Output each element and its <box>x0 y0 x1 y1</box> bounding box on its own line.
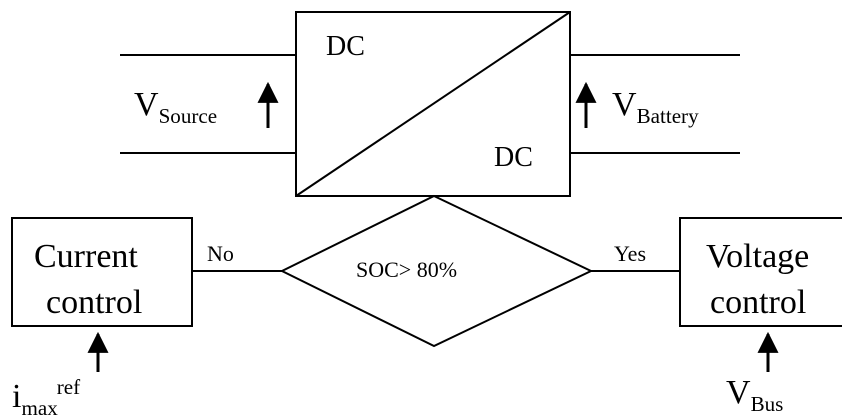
source-voltage-label: VSource <box>134 86 218 128</box>
bus-voltage-label: VBus <box>726 374 784 416</box>
voltage-control-line2: control <box>710 284 807 321</box>
no-branch-label: No <box>207 241 234 266</box>
converter-diagonal <box>295 11 571 197</box>
current-control-line1: Current <box>34 238 138 275</box>
soc-decision-diamond <box>279 194 594 348</box>
dc-output-label: DC <box>494 142 533 173</box>
current-control-box <box>11 217 193 327</box>
voltage-control-line1: Voltage <box>706 238 810 275</box>
soc-condition-label: SOC> 80% <box>356 257 458 282</box>
imax-ref-label: imaxref <box>12 374 81 420</box>
dc-input-label: DC <box>326 31 365 62</box>
battery-voltage-label: VBattery <box>612 86 699 128</box>
voltage-control-box <box>679 217 842 327</box>
current-control-line2: control <box>46 284 143 321</box>
yes-branch-label: Yes <box>614 241 647 266</box>
